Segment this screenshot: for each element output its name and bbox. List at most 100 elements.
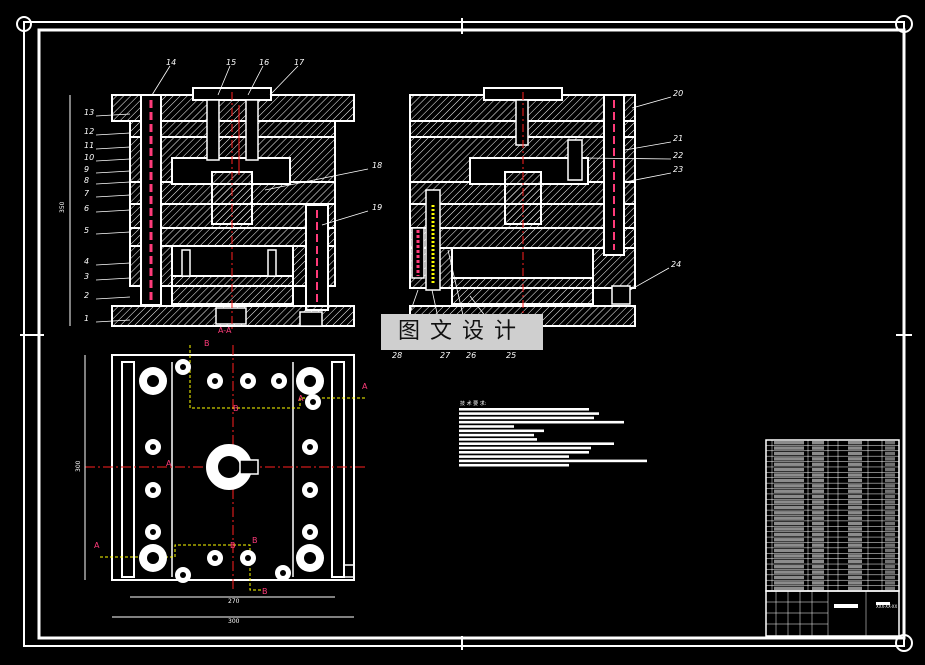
bom-cell-note: [885, 457, 895, 461]
bom-cell-name: [774, 559, 804, 564]
callout-bottom-28: 28: [392, 351, 402, 360]
plan-letter-b-bottom: B: [262, 587, 268, 596]
plan-bolt-hole-bore: [304, 375, 316, 387]
bom-cell-note: [885, 489, 895, 493]
bom-cell-spec: [848, 462, 862, 466]
plan-hole-small-bore: [307, 529, 313, 535]
bom-cell-note: [885, 581, 895, 585]
corner-mark-br: [895, 634, 913, 652]
bom-cell-name: [774, 457, 804, 461]
plan-dim-inner: 270: [228, 598, 240, 605]
bom-cell-spec: [848, 484, 862, 488]
plan-bolt-hole-bore: [147, 375, 159, 387]
bom-cell-spec: [848, 586, 862, 590]
plan-hole-small-bore: [212, 378, 218, 384]
bom-cell-note: [885, 548, 895, 553]
plan-letter-b-low: B: [230, 541, 236, 550]
bom-cell-spec: [848, 446, 862, 450]
plan-hole-small-bore: [180, 572, 186, 578]
callout-right-18: 18: [372, 161, 382, 170]
callout-left-3: 3: [84, 272, 89, 281]
bom-cell-spec: [848, 451, 862, 456]
plan-holes: [139, 359, 324, 583]
plan-hole-small-bore: [307, 487, 313, 493]
title-block-name: [834, 604, 858, 608]
bom-cell-name: [774, 570, 804, 574]
bom-cell-spec: [848, 548, 862, 553]
callout-left-1: 1: [84, 314, 89, 323]
bom-cell-name: [774, 581, 804, 585]
callout-top-16: 16: [259, 58, 269, 67]
bom-cell-material: [812, 500, 824, 504]
bom-cell-name: [774, 527, 804, 531]
bom-cell-name: [774, 500, 804, 504]
bom-cell-material: [812, 548, 824, 553]
bom-cell-material: [812, 532, 824, 537]
bom-cell-material: [812, 586, 824, 590]
callout-left-5: 5: [84, 226, 89, 235]
plan-letter-b-mid: B: [233, 404, 239, 413]
bom-cell-material: [812, 559, 824, 564]
note-line: [459, 408, 589, 411]
plan-hole-small-bore: [307, 444, 313, 450]
note-line: [459, 429, 544, 433]
plan-letter-a-far-right: A: [362, 382, 368, 391]
note-line: [459, 412, 599, 415]
callout-left-7: 7: [84, 189, 90, 198]
plan-hole-small-bore: [180, 364, 186, 370]
bom-cell-spec: [848, 500, 862, 504]
section-view-right: [409, 87, 636, 330]
bom-cell-name: [774, 565, 804, 569]
bom-cell-spec: [848, 532, 862, 537]
note-line: [459, 438, 537, 441]
callout-top-17: 17: [294, 58, 305, 67]
bom-cell-spec: [848, 511, 862, 515]
callout-left-13: 13: [84, 108, 94, 117]
bom-cell-note: [885, 451, 895, 456]
watermark: 图文设计: [381, 314, 543, 350]
bom-cell-spec: [848, 505, 862, 510]
callout-top-15: 15: [226, 58, 236, 67]
bom-cell-note: [885, 543, 895, 547]
bom-cell-spec: [848, 478, 862, 483]
bom-cell-spec: [848, 467, 862, 472]
bom-cell-material: [812, 446, 824, 450]
bom-cell-note: [885, 494, 895, 499]
notes-lines: [459, 408, 647, 467]
plan-letter-b-top: B: [204, 339, 210, 348]
bom-cell-material: [812, 505, 824, 510]
bom-cell-material: [812, 565, 824, 569]
bom-cell-spec: [848, 441, 862, 445]
bom-cell-spec: [848, 494, 862, 499]
bom-cell-note: [885, 565, 895, 569]
bom-cell-material: [812, 441, 824, 445]
bom-cell-spec: [848, 543, 862, 547]
callout-left-9: 9: [84, 165, 89, 174]
callout-left-4: 4: [84, 257, 89, 266]
bom-cell-material: [812, 521, 824, 526]
note-line: [459, 416, 594, 420]
bom-cell-material: [812, 581, 824, 585]
bom-cell-note: [885, 441, 895, 445]
plan-hole-small-bore: [280, 570, 286, 576]
callout-right-20: 20: [673, 89, 683, 98]
bom-cell-note: [885, 521, 895, 526]
bom-cell-material: [812, 538, 824, 542]
callout-right-19: 19: [372, 203, 382, 212]
bom-cell-name: [774, 462, 804, 466]
plan-hole-small-bore: [245, 555, 251, 561]
bom-cell-spec: [848, 473, 862, 477]
bom-cell-name: [774, 521, 804, 526]
plan-bolt-hole-bore: [147, 552, 159, 564]
bom-cell-name: [774, 532, 804, 537]
notes-heading: 技 术 要 求:: [460, 400, 487, 407]
note-line: [459, 420, 624, 424]
title-block-label: [876, 602, 890, 605]
corner-mark-tl: [16, 16, 32, 32]
note-line: [459, 425, 514, 428]
bom-cell-spec: [848, 457, 862, 461]
bom-cell-name: [774, 543, 804, 547]
bom-cell-material: [812, 543, 824, 547]
